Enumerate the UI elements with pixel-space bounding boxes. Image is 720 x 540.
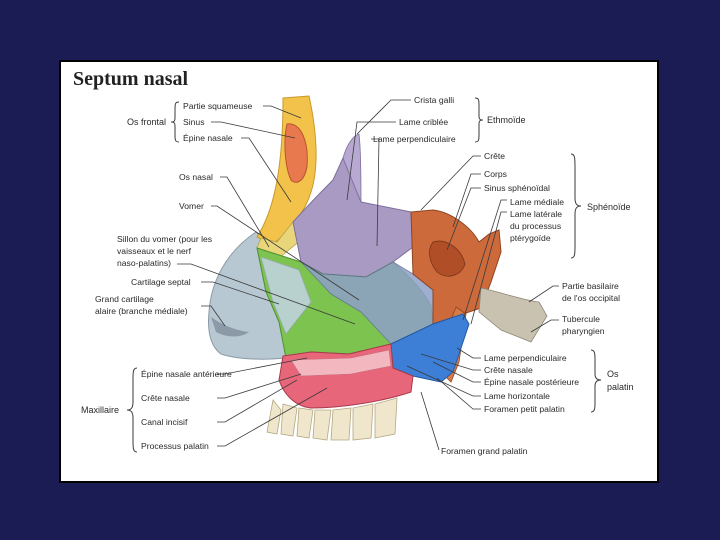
ethmoide-brace <box>474 97 484 143</box>
group-sphenoide: Sphénoïde <box>587 202 631 212</box>
os-frontal-brace <box>170 101 180 143</box>
label-tubercule-line2: pharyngien <box>562 326 605 336</box>
label-epine-nasale-posterieure: Épine nasale postérieure <box>484 377 579 387</box>
septal-cartilage-highlight <box>260 256 312 335</box>
anatomy-illustration <box>208 95 548 441</box>
maxilla-cancellous-bone <box>290 349 392 377</box>
label-crista-galli: Crista galli <box>414 95 454 105</box>
group-maxillaire: Maxillaire <box>81 405 119 415</box>
group-os-palatin-line2: palatin <box>607 382 634 392</box>
label-lame-mediale: Lame médiale <box>510 197 564 207</box>
label-canal-incisif: Canal incisif <box>141 417 188 427</box>
leader-lines <box>177 99 559 451</box>
frontal-sinus <box>284 123 308 183</box>
label-tubercule-line1: Tubercule <box>562 314 600 324</box>
crista-galli <box>342 133 362 203</box>
label-lame-laterale: Lame latérale <box>510 209 562 219</box>
label-partie-squameuse: Partie squameuse <box>183 101 252 111</box>
label-vomer: Vomer <box>179 201 204 211</box>
label-lame-perpendiculaire: Lame perpendiculaire <box>373 134 456 144</box>
label-crete: Crête <box>484 151 505 161</box>
label-sillon-line1: Sillon du vomer (pour les <box>117 234 212 244</box>
figure-frame: Septum nasal <box>59 60 659 483</box>
label-palatin-lame-perpendiculaire: Lame perpendiculaire <box>484 353 567 363</box>
nostril-shadow <box>211 317 249 337</box>
group-names: Os frontal Ethmoïde Sphénoïde Maxillaire… <box>81 115 634 415</box>
figure-title: Septum nasal <box>73 68 189 90</box>
label-lame-horizontale: Lame horizontale <box>484 391 550 401</box>
label-palatin-crete-nasale: Crête nasale <box>484 365 533 375</box>
label-cartilage-septal: Cartilage septal <box>131 277 191 287</box>
label-sillon-line2: vaisseaux et le nerf <box>117 246 192 256</box>
os-palatin-brace <box>590 349 602 413</box>
label-sillon-line3: naso-palatins) <box>117 258 171 268</box>
label-pterygoide: ptérygoïde <box>510 233 551 243</box>
label-grand-cartilage-line2: alaire (branche médiale) <box>95 306 188 316</box>
label-foramen-grand-palatin: Foramen grand palatin <box>441 446 528 456</box>
label-os-nasal: Os nasal <box>179 172 213 182</box>
group-os-palatin-line1: Os <box>607 369 619 379</box>
label-partie-basilaire-line1: Partie basilaire <box>562 281 619 291</box>
label-foramen-petit-palatin: Foramen petit palatin <box>484 404 565 414</box>
label-lame-criblee: Lame criblée <box>399 117 448 127</box>
group-braces <box>126 97 602 453</box>
label-partie-basilaire-line2: de l'os occipital <box>562 293 620 303</box>
label-corps: Corps <box>484 169 507 179</box>
sphenoid-sinus <box>429 240 466 277</box>
label-epine-nasale-anterieure: Épine nasale antérieure <box>141 369 232 379</box>
label-epine-nasale: Épine nasale <box>183 133 233 143</box>
occipital-basilar-part <box>478 287 548 343</box>
nasal-septum-diagram: Os frontal Ethmoïde Sphénoïde Maxillaire… <box>81 95 634 456</box>
group-os-frontal: Os frontal <box>127 117 166 127</box>
label-sinus-sphenoidal: Sinus sphénoïdal <box>484 183 550 193</box>
sphenoide-brace <box>570 153 582 259</box>
structure-labels: Partie squameuse Sinus Épine nasale Os n… <box>95 95 620 456</box>
maxillaire-brace <box>126 367 138 453</box>
label-processus-palatin: Processus palatin <box>141 441 209 451</box>
group-ethmoide: Ethmoïde <box>487 115 526 125</box>
label-du-processus: du processus <box>510 221 561 231</box>
label-maxillaire-crete-nasale: Crête nasale <box>141 393 190 403</box>
label-grand-cartilage-line1: Grand cartilage <box>95 294 154 304</box>
label-sinus: Sinus <box>183 117 205 127</box>
